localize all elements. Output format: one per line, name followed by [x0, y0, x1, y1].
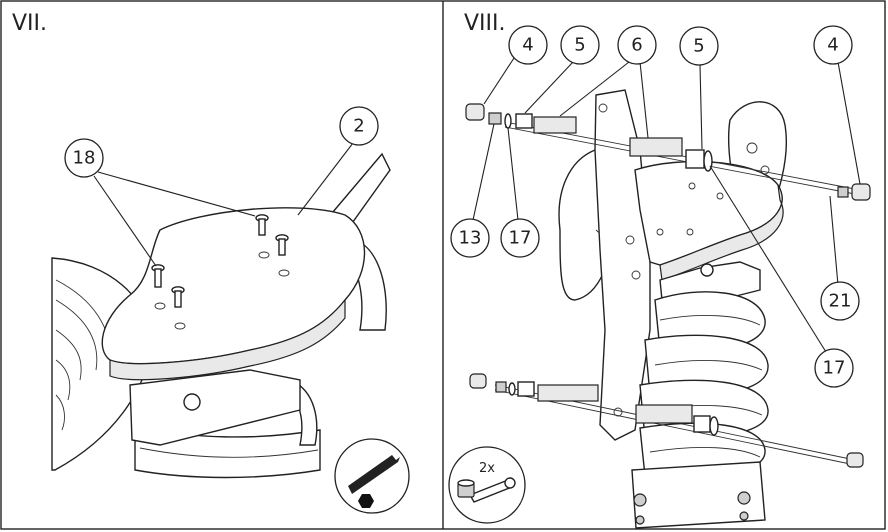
wrench-icon	[457, 477, 516, 503]
quantity-note: 2x	[479, 461, 495, 476]
lower-axle	[469, 373, 864, 468]
leader-line	[829, 195, 839, 286]
bolt-head	[183, 393, 201, 411]
leader-line	[559, 61, 630, 117]
leader-line	[709, 165, 827, 353]
tool-badge	[334, 438, 410, 514]
callout-label: 18	[73, 148, 96, 169]
callout-circle	[339, 106, 379, 146]
mount-plate	[634, 160, 784, 281]
bushing	[693, 415, 711, 433]
bushing	[515, 113, 533, 129]
screw	[275, 234, 290, 277]
callout-circle	[820, 281, 860, 321]
spacer-tube	[635, 404, 693, 424]
base-plate	[631, 461, 766, 529]
step-label-vii: VII.	[12, 11, 47, 36]
callout-circle	[450, 218, 490, 258]
callout-circle	[617, 25, 657, 65]
screw-group	[151, 214, 290, 330]
hex-key-icon	[348, 455, 400, 494]
lock-nut	[837, 186, 849, 198]
callout-circle	[679, 26, 719, 66]
end-cap	[465, 103, 485, 121]
callout-label: 13	[459, 228, 482, 249]
mount-plate	[101, 207, 366, 381]
hex-nut-icon	[358, 494, 374, 508]
leader-line	[483, 57, 515, 105]
screw	[151, 264, 166, 310]
callout-circle	[508, 25, 548, 65]
leader-line	[97, 171, 256, 217]
callout-label: 5	[574, 35, 585, 56]
bushing	[517, 381, 535, 397]
callout-circle	[560, 25, 600, 65]
spacer-tube	[629, 137, 683, 157]
washer	[504, 113, 512, 129]
leader-line	[699, 64, 703, 150]
callout-label: 21	[829, 291, 852, 312]
lower-bracket	[129, 369, 301, 446]
callout-label: 17	[823, 358, 846, 379]
leader-line	[93, 175, 157, 267]
lock-nut	[495, 381, 507, 393]
spacer-tube	[537, 384, 599, 402]
step-label-viii: VIII.	[464, 11, 506, 36]
leader-line	[524, 61, 574, 114]
panel-vii: VII.	[12, 11, 410, 514]
callout-circle	[64, 138, 104, 178]
leader-line	[639, 61, 649, 139]
screw	[171, 286, 186, 330]
callout-label: 4	[827, 35, 838, 56]
upper-axle	[465, 103, 871, 201]
end-cap	[851, 183, 871, 201]
end-cap	[469, 373, 487, 389]
callout-label: 17	[509, 228, 532, 249]
callout-circle	[814, 348, 854, 388]
callout-label: 2	[353, 116, 364, 137]
end-cap	[846, 452, 864, 468]
lock-nut	[488, 112, 502, 125]
coil-spring	[639, 291, 769, 478]
panel-viii: VIII.	[448, 11, 871, 529]
callout-label: 6	[631, 35, 642, 56]
washer	[709, 416, 719, 436]
leader-line	[837, 61, 861, 185]
washer	[508, 382, 516, 396]
callout-circle	[500, 218, 540, 258]
leader-line	[507, 127, 519, 221]
callout-label: 5	[693, 36, 704, 57]
leader-line	[297, 142, 354, 216]
callout-label: 4	[522, 35, 533, 56]
spacer-tube	[533, 116, 577, 134]
bushing	[685, 149, 705, 169]
leader-line	[472, 123, 495, 221]
screw	[255, 214, 270, 259]
callout-circle	[813, 25, 853, 65]
tool-badge: 2x	[448, 446, 526, 524]
